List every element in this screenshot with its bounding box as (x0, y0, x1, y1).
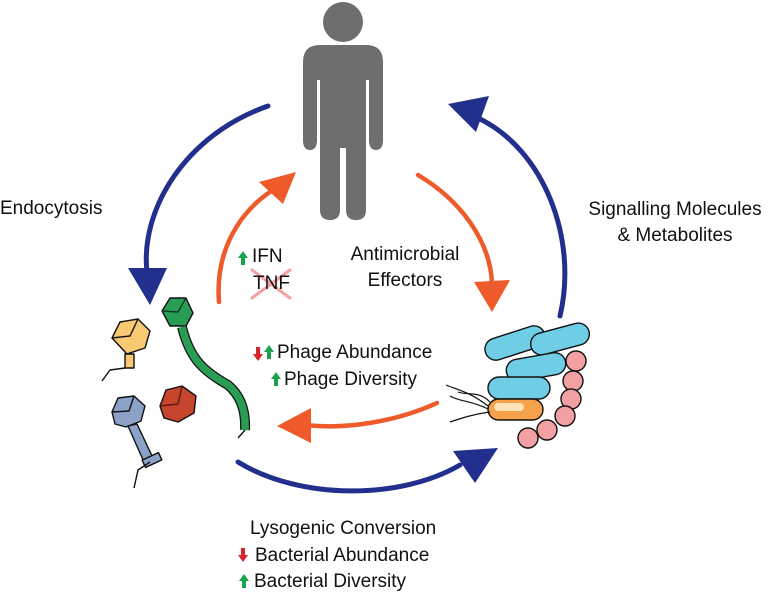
phage-arrow (302, 400, 440, 429)
signalling-label-line2: & Metabolites (617, 225, 733, 246)
antimicrobial-label: Antimicrobial Effectors (336, 244, 474, 292)
phage-arrowhead (277, 408, 311, 443)
bacterial-abundance-label: Bacterial Abundance (255, 545, 430, 566)
signalling-label: Signalling Molecules & Metabolites (572, 199, 778, 247)
phage-icon (111, 395, 163, 489)
phage-abundance-label: Phage Abundance (277, 342, 433, 363)
phage-icon (159, 385, 197, 423)
tnf-label: TNF (253, 273, 290, 294)
phage-icon (161, 297, 251, 439)
cytokine-arrow (216, 185, 279, 305)
human-icon (303, 2, 383, 220)
signalling-arrow (475, 115, 568, 319)
outer-cycle-arrows (143, 103, 568, 494)
lysogenic-arrow (235, 459, 463, 494)
up-arrow-icon (239, 574, 249, 588)
outer-arrowheads (128, 96, 498, 483)
phage-diversity-label: Phage Diversity (284, 369, 418, 390)
antimicrobial-label-line1: Antimicrobial (350, 244, 460, 265)
down-arrow-icon (238, 548, 248, 562)
cross-out-icon (250, 268, 292, 300)
cytokine-arrowhead (259, 172, 296, 204)
down-arrow-icon (253, 347, 263, 361)
phage-icon (101, 318, 151, 382)
trend-arrows (238, 251, 281, 588)
inner-cycle-arrows (216, 172, 495, 429)
lysogenic-label: Lysogenic Conversion (250, 518, 437, 539)
rod-bacteria (445, 322, 591, 423)
bacteria-icon (445, 322, 591, 449)
up-arrow-icon (238, 251, 248, 265)
antimicrobial-arrow (415, 172, 495, 286)
inner-arrowheads (259, 172, 510, 443)
antimicrobial-label-line2: Effectors (367, 270, 443, 291)
endocytosis-label: Endocytosis (0, 198, 103, 219)
signalling-arrowhead (448, 96, 489, 132)
endocytosis-arrow (143, 103, 271, 275)
up-arrow-icon (271, 372, 281, 386)
signalling-label-line1: Signalling Molecules (588, 199, 762, 220)
cocci-chain (517, 350, 587, 449)
ifn-label: IFN (252, 246, 283, 267)
lysogenic-arrowhead (453, 448, 498, 483)
up-arrow-icon (264, 345, 274, 359)
phage-cluster (101, 297, 251, 489)
endocytosis-arrowhead (128, 268, 167, 305)
bacterial-diversity-label: Bacterial Diversity (254, 571, 407, 592)
antimicrobial-arrowhead (474, 280, 510, 312)
